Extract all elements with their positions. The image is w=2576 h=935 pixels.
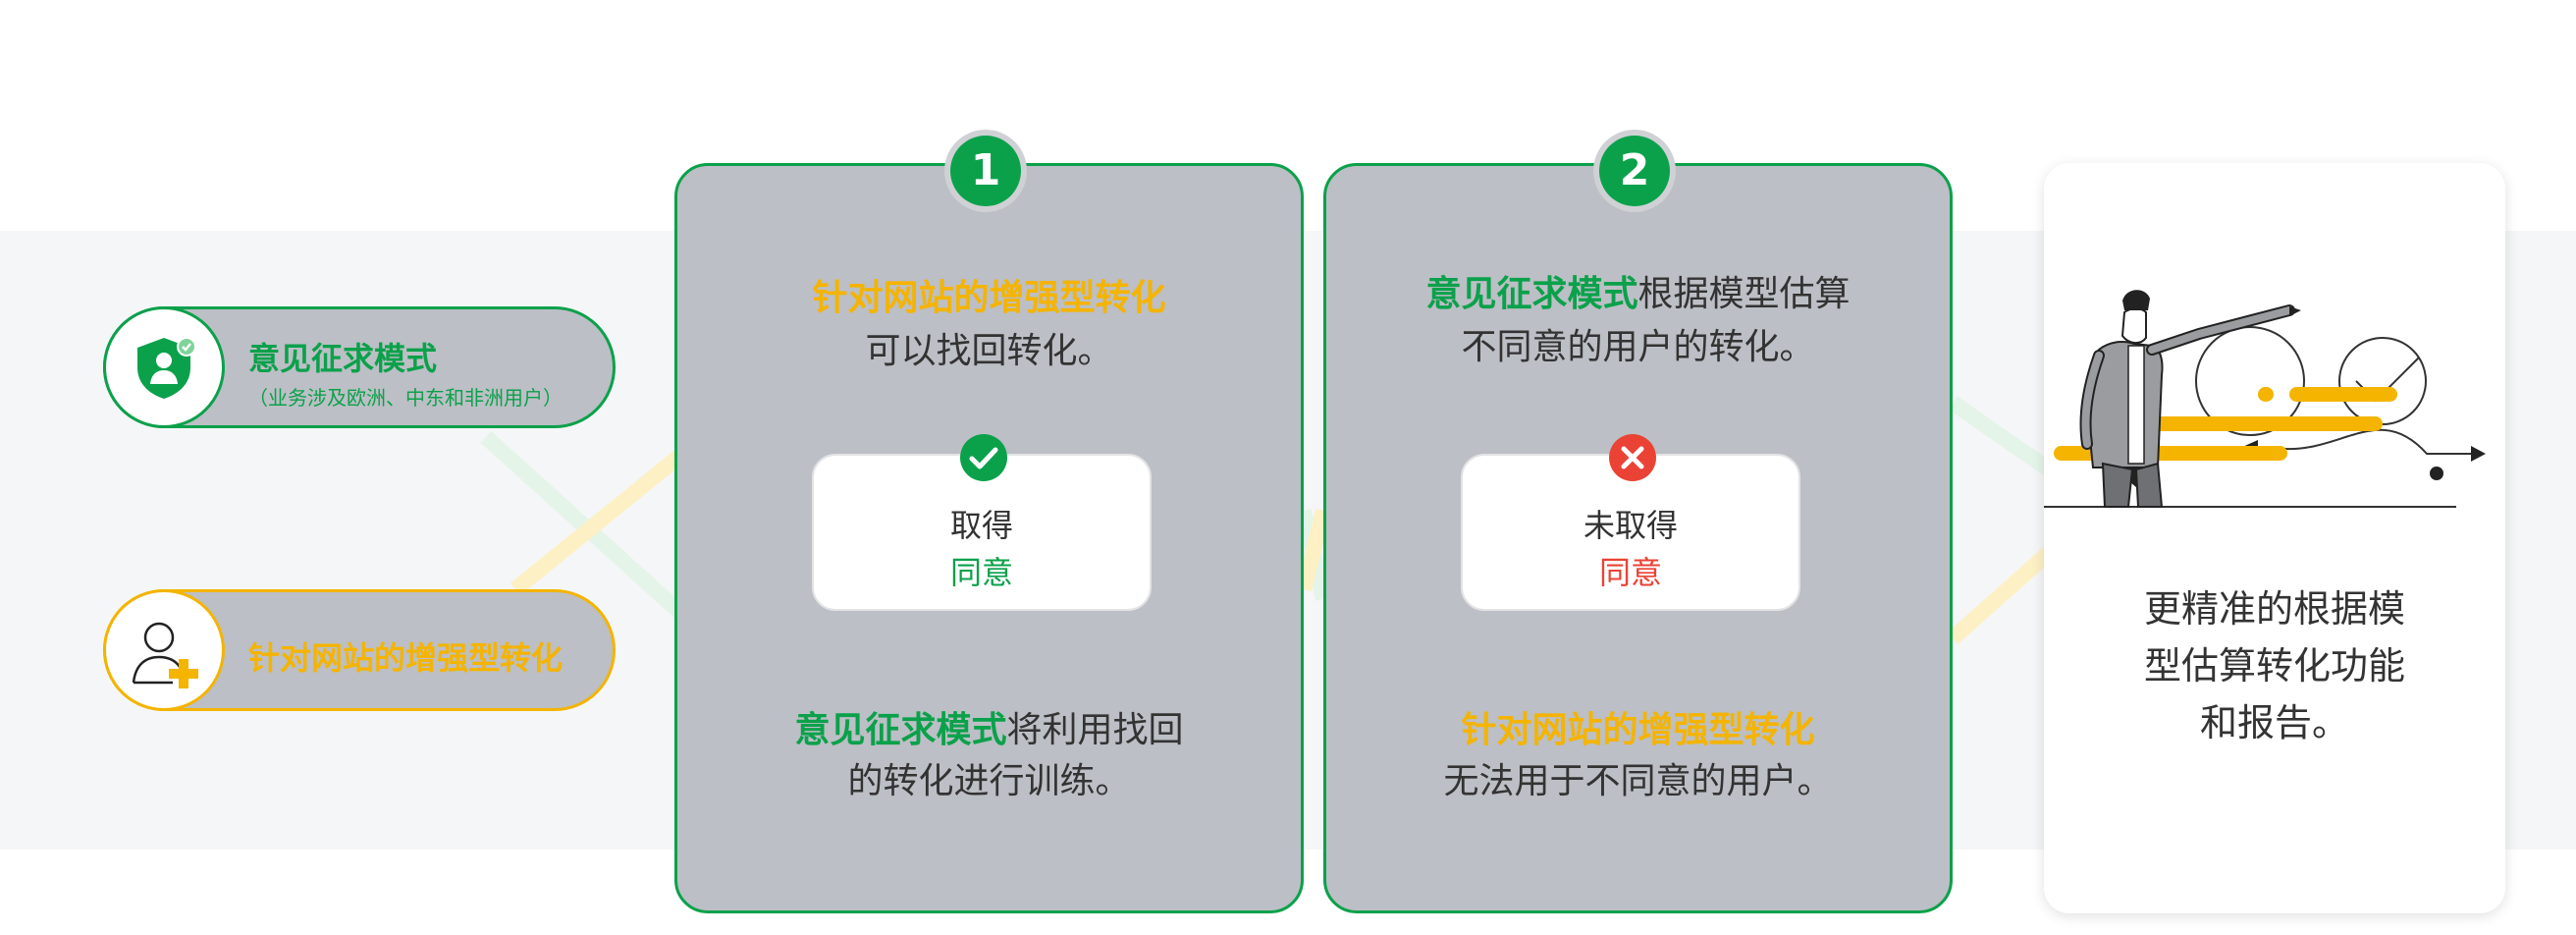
step-1-bottom-line-2: 的转化进行训练。 — [847, 761, 1131, 801]
step-1-status-line-2: 同意 — [949, 554, 1013, 591]
step-2-top-line-1: 意见征求模式根据模型估算 — [1326, 268, 1950, 321]
step-2-status-line-1: 未取得 — [1583, 507, 1678, 544]
step-2-status-line-2: 同意 — [1598, 554, 1662, 591]
step-2-bottom-line-1: 针对网站的增强型转化 — [1326, 704, 1950, 757]
step-2-badge: 2 — [1599, 136, 1670, 206]
step-1-top-highlight: 针对网站的增强型转化 — [812, 278, 1166, 318]
x-circle-icon — [1609, 434, 1656, 481]
step-2-top-highlight: 意见征求模式 — [1425, 274, 1638, 314]
step-1-bottom-highlight: 意见征求模式 — [794, 710, 1007, 750]
step-1-bottom-line-1: 意见征求模式将利用找回 — [677, 704, 1301, 757]
enhanced-conversions-icon-circle — [103, 589, 225, 711]
step-1-badge: 1 — [950, 136, 1021, 206]
step-1-badge-ring: 1 — [944, 130, 1027, 212]
step-1-status-box: 取得 同意 — [812, 434, 1152, 611]
check-circle-icon — [960, 434, 1007, 481]
step-2-top-line-2: 不同意的用户的转化。 — [1461, 327, 1815, 367]
result-line-1: 更精准的根据模 — [2143, 587, 2405, 631]
step-2-badge-ring: 2 — [1593, 130, 1676, 212]
consent-mode-icon-circle — [103, 306, 225, 428]
consent-mode-pill: 意见征求模式 （业务涉及欧洲、中东和非洲用户） — [103, 306, 616, 428]
step-2-bottom-line-2: 无法用于不同意的用户。 — [1443, 761, 1833, 801]
step-2-status-box: 未取得 同意 — [1461, 434, 1800, 611]
shield-person-icon — [137, 337, 196, 399]
enhanced-conversions-title: 针对网站的增强型转化 — [248, 639, 564, 677]
person-add-icon — [132, 622, 198, 688]
step-1-card: 1 针对网站的增强型转化 可以找回转化。 取得 同意 意见征求模式将利用找回 的… — [674, 130, 1304, 913]
consent-mode-subtitle: （业务涉及欧洲、中东和非洲用户） — [248, 386, 563, 410]
result-line-3: 和报告。 — [2199, 701, 2349, 744]
step-2-card: 2 意见征求模式根据模型估算 不同意的用户的转化。 未取得 同意 针对网站的增强… — [1323, 130, 1953, 913]
step-2-bottom-highlight: 针对网站的增强型转化 — [1461, 710, 1815, 750]
step-2-top-rest-1: 根据模型估算 — [1637, 274, 1851, 314]
consent-mode-title: 意见征求模式 — [248, 340, 438, 377]
step-1-top-line-2: 可以找回转化。 — [865, 331, 1113, 371]
presenter-chart-illustration — [2044, 290, 2486, 508]
enhanced-conversions-pill: 针对网站的增强型转化 — [103, 589, 616, 711]
step-1-bottom-rest-1: 将利用找回 — [1006, 710, 1184, 750]
step-1-status-line-1: 取得 — [949, 507, 1013, 544]
step-1-top-line-1: 针对网站的增强型转化 — [677, 272, 1301, 325]
result-text: 更精准的根据模 型估算转化功能 和报告。 — [2083, 580, 2466, 751]
result-line-2: 型估算转化功能 — [2143, 644, 2405, 688]
result-card: 更精准的根据模 型估算转化功能 和报告。 — [2044, 163, 2505, 913]
